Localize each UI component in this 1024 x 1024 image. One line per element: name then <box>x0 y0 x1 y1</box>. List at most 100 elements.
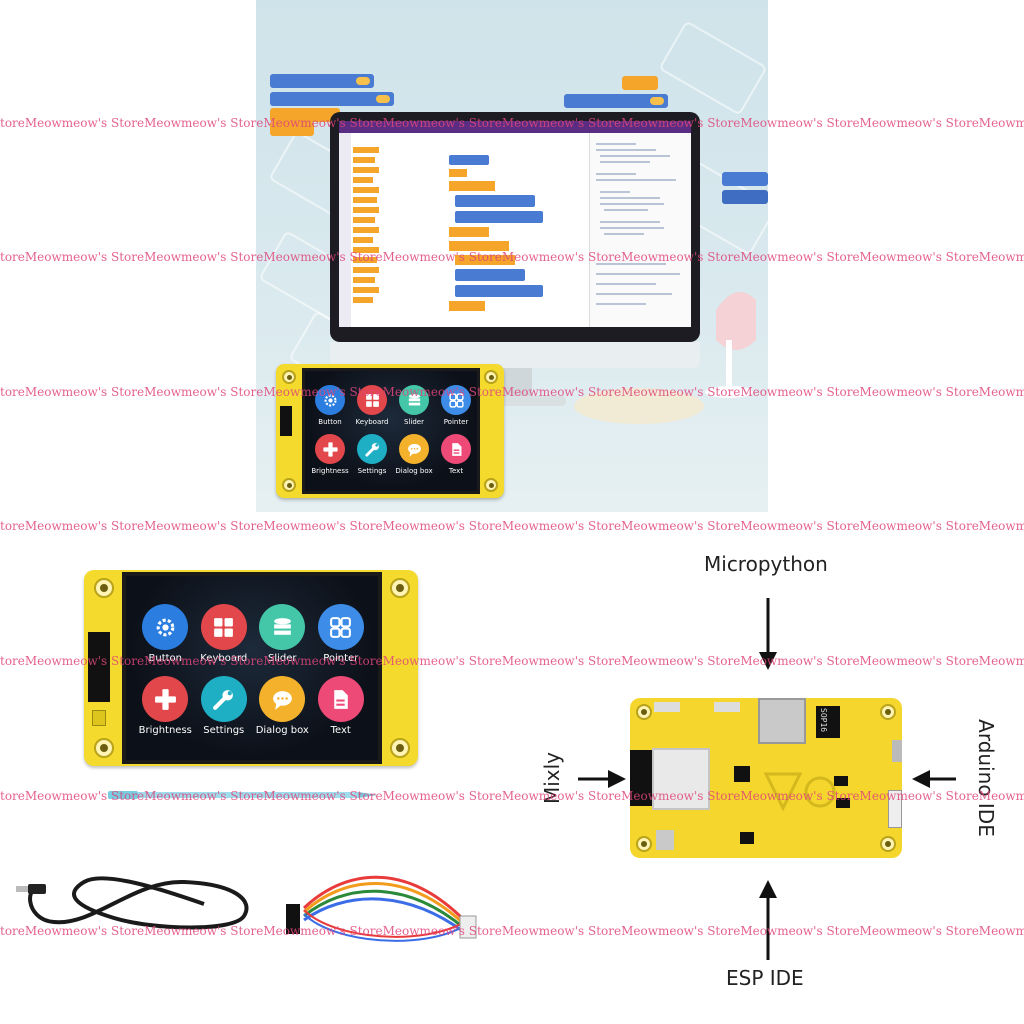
chat-icon <box>399 434 429 464</box>
monitor-base <box>466 396 566 406</box>
chat-icon <box>259 676 306 722</box>
app-tile-label: Brightness <box>311 467 349 475</box>
ribbon-connector <box>88 632 110 702</box>
document-icon <box>317 676 364 722</box>
app-tile-pointer[interactable]: Pointer <box>312 604 371 664</box>
app-tile-settings[interactable]: Settings <box>195 676 254 736</box>
app-tile-label: Slider <box>404 418 424 426</box>
database-icon <box>399 385 429 415</box>
connector <box>888 790 902 828</box>
watermark-row: toreMeowmeow's StoreMeowmeow's StoreMeow… <box>0 924 1024 938</box>
app-tile-dialog-box[interactable]: Dialog box <box>253 676 312 736</box>
code-block <box>270 74 374 88</box>
app-tile-label: Pointer <box>443 418 469 426</box>
app-tile-text[interactable]: Text <box>312 676 371 736</box>
watermark-row: toreMeowmeow's StoreMeowmeow's StoreMeow… <box>0 385 1024 399</box>
ribbon-connector <box>280 406 292 436</box>
app-tile-label: Keyboard <box>200 653 248 664</box>
ic-chip <box>734 766 750 782</box>
connector <box>656 830 674 850</box>
usb-cable <box>16 876 249 930</box>
computer-monitor <box>330 112 700 342</box>
document-icon <box>441 434 471 464</box>
app-tile-label: Settings <box>203 725 245 736</box>
code-block <box>722 190 768 204</box>
label-esp-ide: ESP IDE <box>726 966 804 990</box>
app-tile-text[interactable]: Text <box>435 434 477 475</box>
app-tile-label: Dialog box <box>395 467 433 475</box>
ide-category-sidebar <box>339 133 351 327</box>
ic-chip <box>836 798 850 808</box>
label-micropython: Micropython <box>704 552 828 576</box>
app-tile-label: Settings <box>357 467 387 475</box>
ic-chip-label: SOP16 <box>819 708 828 733</box>
monitor-chin <box>330 342 700 368</box>
block-workspace <box>449 155 543 311</box>
block-palette <box>353 147 379 303</box>
connector <box>654 702 680 712</box>
grid-icon <box>317 604 364 650</box>
app-tile-label: Slider <box>267 653 297 664</box>
code-panel <box>589 133 691 327</box>
arrow-right-head <box>912 770 930 788</box>
connector <box>714 702 740 712</box>
app-tile-label: Dialog box <box>255 725 309 736</box>
app-tile-brightness[interactable]: Brightness <box>136 676 195 736</box>
watermark-row: toreMeowmeow's StoreMeowmeow's StoreMeow… <box>0 519 1024 533</box>
app-tile-label: Button <box>148 653 183 664</box>
code-block <box>564 94 668 108</box>
ide-screen <box>339 121 691 327</box>
esp32-module <box>652 748 710 810</box>
app-tile-button[interactable]: Button <box>136 604 195 664</box>
sd-card-slot <box>758 698 806 744</box>
watermark-row: toreMeowmeow's StoreMeowmeow's StoreMeow… <box>0 250 1024 264</box>
app-tile-keyboard[interactable]: Keyboard <box>195 604 254 664</box>
app-tile-label: Brightness <box>138 725 192 736</box>
wrench-icon <box>200 676 247 722</box>
jumper-wires <box>286 875 477 942</box>
app-tile-label: Pointer <box>323 653 359 664</box>
ic-chip <box>834 776 848 786</box>
app-tile-pointer[interactable]: Pointer <box>435 385 477 426</box>
code-block <box>722 172 768 186</box>
code-block <box>622 76 658 90</box>
grid-icon <box>441 385 471 415</box>
ic-chip <box>740 832 754 844</box>
app-tile-label: Button <box>318 418 342 426</box>
ide-header-bar <box>339 121 691 133</box>
watermark-row: toreMeowmeow's StoreMeowmeow's StoreMeow… <box>0 116 1024 130</box>
app-tile-slider[interactable]: Slider <box>253 604 312 664</box>
database-icon <box>259 604 306 650</box>
decor-plate <box>574 388 704 424</box>
arrow-bottom-head <box>759 880 777 898</box>
code-block <box>270 92 394 106</box>
app-tile-button[interactable]: Button <box>309 385 351 426</box>
wrench-icon <box>357 434 387 464</box>
button-pad <box>92 710 106 726</box>
gear-icon <box>315 385 345 415</box>
code-block <box>270 122 314 136</box>
app-tile-label: Text <box>448 467 464 475</box>
app-tile-slider[interactable]: Slider <box>393 385 435 426</box>
ribbon-connector <box>630 750 652 806</box>
decor-lamp <box>705 292 756 398</box>
code-block <box>270 108 340 122</box>
keypad-icon <box>200 604 247 650</box>
label-arduino-ide: Arduino IDE <box>974 719 998 837</box>
app-tile-settings[interactable]: Settings <box>351 434 393 475</box>
board-logo <box>763 772 836 812</box>
app-tile-dialog-box[interactable]: Dialog box <box>393 434 435 475</box>
dpad-icon <box>142 676 189 722</box>
watermark-row: toreMeowmeow's StoreMeowmeow's StoreMeow… <box>0 789 1024 803</box>
watermark-row: toreMeowmeow's StoreMeowmeow's StoreMeow… <box>0 654 1024 668</box>
app-tile-brightness[interactable]: Brightness <box>309 434 351 475</box>
arrow-left-head <box>608 770 626 788</box>
app-tile-label: Keyboard <box>355 418 389 426</box>
app-tile-keyboard[interactable]: Keyboard <box>351 385 393 426</box>
app-tile-label: Text <box>330 725 351 736</box>
gear-icon <box>142 604 189 650</box>
